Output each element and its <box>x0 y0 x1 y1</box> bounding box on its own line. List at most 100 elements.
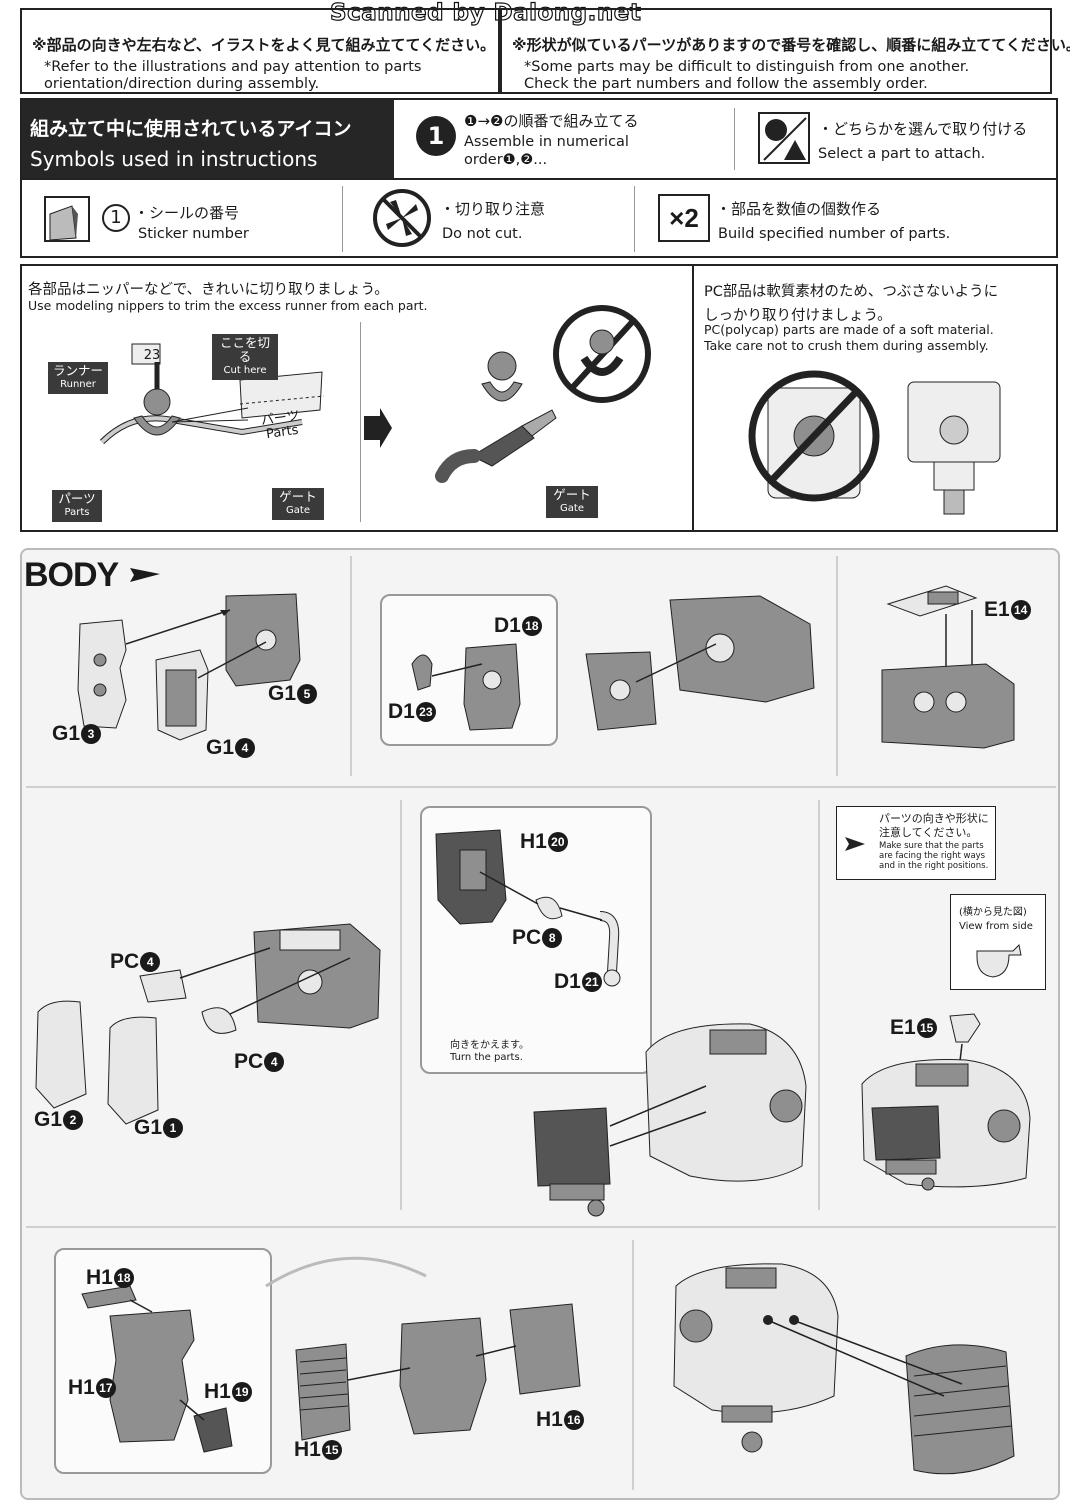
parts-callout: パーツ Parts <box>260 408 302 442</box>
caution-en-3: and in the right positions. <box>879 861 989 871</box>
gate-label-jp: ゲート <box>279 489 317 504</box>
step-8-illustration <box>673 1263 1015 1475</box>
symbols-legend: 組み立て中に使用されているアイコン Symbols used in instru… <box>20 98 1058 258</box>
step-2-detail-illustration <box>411 643 521 731</box>
polycap-note-jp-2: しっかり取り付けましょう。 <box>704 308 892 324</box>
section-title-arrow <box>130 568 160 582</box>
step-divider <box>632 1240 634 1490</box>
step-3-illustration <box>881 585 1015 749</box>
parts-label-jp: パーツ <box>58 491 96 506</box>
orientation-note-jp: ※部品の向きや左右など、イラストをよく見て組み立ててください。 <box>32 36 496 54</box>
select-legend-en: Select a part to attach. <box>818 146 986 162</box>
step-divider <box>400 800 402 1210</box>
assembly-tips-panel: 各部品はニッパーなどで、きれいに切り取りましょう。 Use modeling n… <box>20 264 1058 532</box>
runner-label-en: Runner <box>60 379 96 390</box>
runner-number-tag: 23 <box>143 348 161 363</box>
next-step-arrow-icon <box>364 408 392 448</box>
multiple-legend-jp: ・部品を数値の個数作る <box>716 200 882 218</box>
parts-label: パーツ Parts <box>52 490 102 522</box>
legend-divider <box>22 178 1056 180</box>
order-legend-en-2: order❶,❷... <box>464 152 548 168</box>
step-1-illustration <box>77 593 301 741</box>
select-legend-jp: ・どちらかを選んで取り付ける <box>818 120 1028 138</box>
gate-label-en: Gate <box>286 505 310 516</box>
step-divider <box>836 556 838 776</box>
runner-label-jp: ランナー <box>52 363 103 378</box>
cutting-note-jp: 各部品はニッパーなどで、きれいに切り取りましょう。 <box>28 282 389 298</box>
step-4-illustration <box>35 923 381 1125</box>
parts-label-en: Parts <box>64 507 90 518</box>
parts-caution-box: パーツの向きや形状に 注意してください。 Make sure that the … <box>836 806 996 880</box>
gate-label-2: ゲート Gate <box>546 486 598 518</box>
runner-label: ランナー Runner <box>48 362 108 394</box>
sticker-legend-en: Sticker number <box>138 226 249 242</box>
legend-separator <box>634 186 635 252</box>
top-note-part-numbers: ※形状が似ているパーツがありますので番号を確認し、順番に組み立ててください。 *… <box>502 8 1070 94</box>
legend-separator <box>734 108 735 170</box>
legend-title: 組み立て中に使用されているアイコン Symbols used in instru… <box>22 100 394 178</box>
no-cut-legend-en: Do not cut. <box>442 226 523 242</box>
caution-jp-2: 注意してください。 <box>879 826 978 839</box>
side-view-en: View from side <box>959 921 1033 932</box>
gate-label: ゲート Gate <box>272 488 324 520</box>
polycap-note-jp-1: PC部品は軟質素材のため、つぶさないように <box>704 284 999 300</box>
row-divider <box>26 786 1056 788</box>
turn-parts-note-en: Turn the parts. <box>450 1052 523 1063</box>
polycap-note-en-2: Take care not to crush them during assem… <box>704 338 989 353</box>
sticker-number-icon: 1 <box>102 204 130 232</box>
turn-parts-note: 向きをかえます。 Turn the parts. <box>450 1040 529 1064</box>
row-divider <box>26 1226 1056 1228</box>
side-view-jp: (横から見た図) <box>959 907 1027 918</box>
section-title-body: BODY <box>24 556 119 594</box>
polycap-crush-illustration <box>748 370 1001 515</box>
detail-connector-curve <box>265 1256 427 1288</box>
part-numbers-note-en-2: Check the part numbers and follow the as… <box>524 76 928 92</box>
numbered-order-icon: 1 <box>416 116 456 156</box>
legend-title-jp: 組み立て中に使用されているアイコン <box>30 118 352 140</box>
tips-divider <box>692 266 694 530</box>
do-not-cut-icon <box>372 188 432 248</box>
gate-label-2-en: Gate <box>560 503 584 514</box>
caution-en-2: are facing the right ways <box>879 851 986 861</box>
top-note-divider <box>498 8 502 94</box>
legend-separator <box>342 186 343 252</box>
gate-label-2-jp: ゲート <box>553 487 591 502</box>
polycap-note-en-1: PC(polycap) parts are made of a soft mat… <box>704 322 994 337</box>
side-view-inset: (横から見た図) View from side <box>950 894 1046 990</box>
caution-jp-1: パーツの向きや形状に <box>879 812 989 825</box>
part-numbers-note-en-1: *Some parts may be difficult to distingu… <box>524 59 970 75</box>
step-7-illustration <box>295 1303 581 1441</box>
cutting-note-en: Use modeling nippers to trim the excess … <box>28 298 428 313</box>
order-legend-jp: ❶→❷の順番で組み立てる <box>464 112 639 130</box>
top-note-orientation: ※部品の向きや左右など、イラストをよく見て組み立ててください。 *Refer t… <box>20 8 498 94</box>
step-2-illustration <box>585 595 815 731</box>
caution-arrow-icon <box>845 837 865 851</box>
step-6-illustration <box>861 1013 1031 1191</box>
multiple-legend-en: Build specified number of parts. <box>718 226 951 242</box>
cut-here-label-jp: ここを切る <box>219 335 270 364</box>
order-legend-en-1: Assemble in numerical <box>464 134 629 150</box>
runner-illustration <box>99 343 325 445</box>
no-cut-legend-jp: ・切り取り注意 <box>440 200 546 218</box>
legend-title-en: Symbols used in instructions <box>30 147 318 171</box>
sticker-icon <box>44 196 90 242</box>
step-5-detail-illustration <box>435 829 621 987</box>
turn-parts-note-jp: 向きをかえます。 <box>450 1040 529 1051</box>
